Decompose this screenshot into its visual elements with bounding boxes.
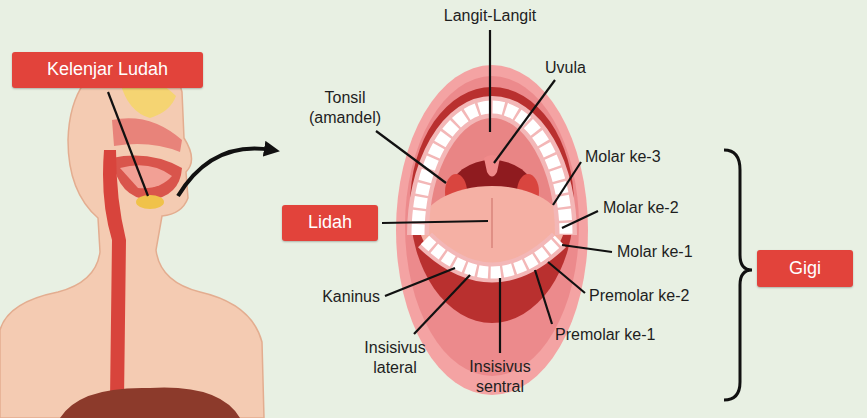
body-silhouette — [0, 53, 264, 418]
part-label: Premolar ke-2 — [589, 286, 689, 306]
leader-line — [489, 30, 491, 132]
box-text: Lidah — [308, 212, 352, 234]
leader-line — [562, 211, 598, 228]
part-label: Langit-Langit — [444, 6, 537, 26]
pointer-arrow — [178, 148, 272, 196]
curly-bracket — [724, 150, 752, 400]
part-label: Tonsil (amandel) — [299, 88, 391, 127]
salivary-gland — [136, 195, 164, 209]
part-label: Molar ke-2 — [603, 198, 679, 218]
part-label: Kaninus — [322, 287, 380, 307]
lower-gum — [425, 240, 559, 273]
leader-line — [382, 221, 488, 223]
tongue-small — [120, 165, 172, 188]
lower-teeth — [425, 240, 559, 273]
mouth-cavity — [410, 87, 574, 323]
label-box: Lidah — [282, 205, 378, 241]
label-box: Kelenjar Ludah — [12, 52, 203, 88]
leader-line — [535, 270, 552, 324]
nasal-cavity — [112, 118, 182, 152]
part-label: Insisivus lateral — [353, 338, 438, 377]
leader-line — [562, 245, 612, 252]
tongue-midline — [491, 198, 493, 248]
part-label: Uvula — [545, 58, 586, 78]
label-box: Gigi — [757, 250, 853, 287]
part-label: Molar ke-1 — [617, 242, 693, 262]
leader-line — [494, 80, 555, 163]
leader-line — [108, 92, 148, 196]
part-label: Molar ke-3 — [585, 147, 661, 167]
leader-line — [414, 275, 470, 334]
inner-lip — [405, 76, 579, 376]
leader-line — [385, 268, 455, 296]
esophagus — [103, 150, 126, 400]
leader-line — [376, 131, 446, 183]
box-text: Gigi — [789, 258, 821, 280]
leader-line — [499, 278, 501, 353]
upper-gum — [418, 107, 566, 235]
part-label: Insisivus sentral — [458, 357, 543, 396]
leader-line — [553, 162, 581, 205]
upper-teeth — [418, 107, 566, 235]
liver-stomach — [60, 388, 240, 418]
leader-line — [548, 262, 585, 293]
box-text: Kelenjar Ludah — [47, 59, 168, 81]
part-label: Premolar ke-1 — [555, 325, 655, 345]
